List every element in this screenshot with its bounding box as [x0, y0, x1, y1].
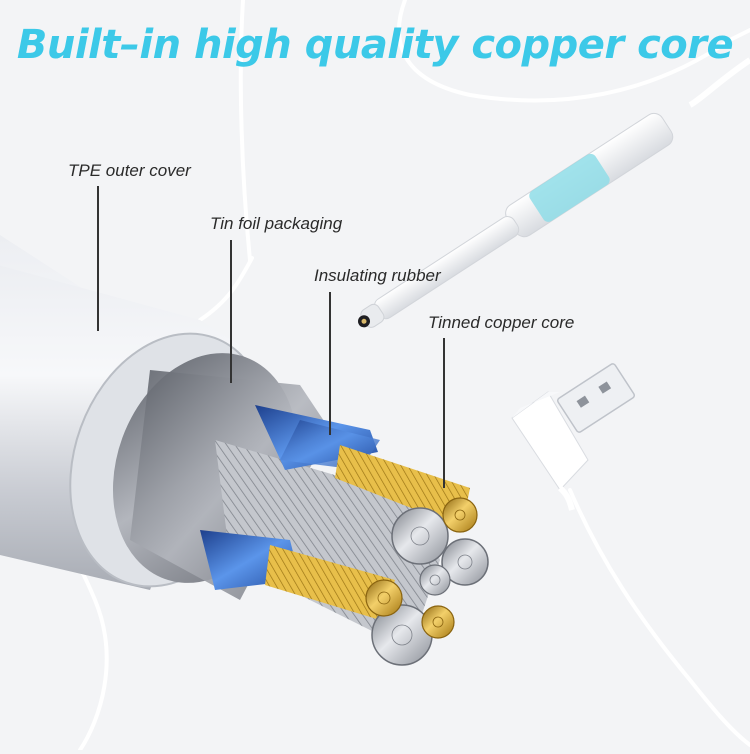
leader-foil	[230, 240, 232, 383]
label-rubber: Insulating rubber	[314, 266, 441, 285]
leader-outer-cover	[97, 186, 99, 331]
label-outer-cover: TPE outer cover	[68, 161, 191, 180]
usb-connector	[511, 363, 636, 511]
headline: Built–in high quality copper core	[16, 22, 734, 68]
leader-core	[443, 338, 445, 488]
leader-rubber	[329, 292, 331, 435]
conductor-bundle	[200, 405, 489, 666]
endoscope-probe	[358, 57, 750, 328]
label-foil: Tin foil packaging	[210, 214, 343, 233]
label-core: Tinned copper core	[428, 313, 575, 332]
